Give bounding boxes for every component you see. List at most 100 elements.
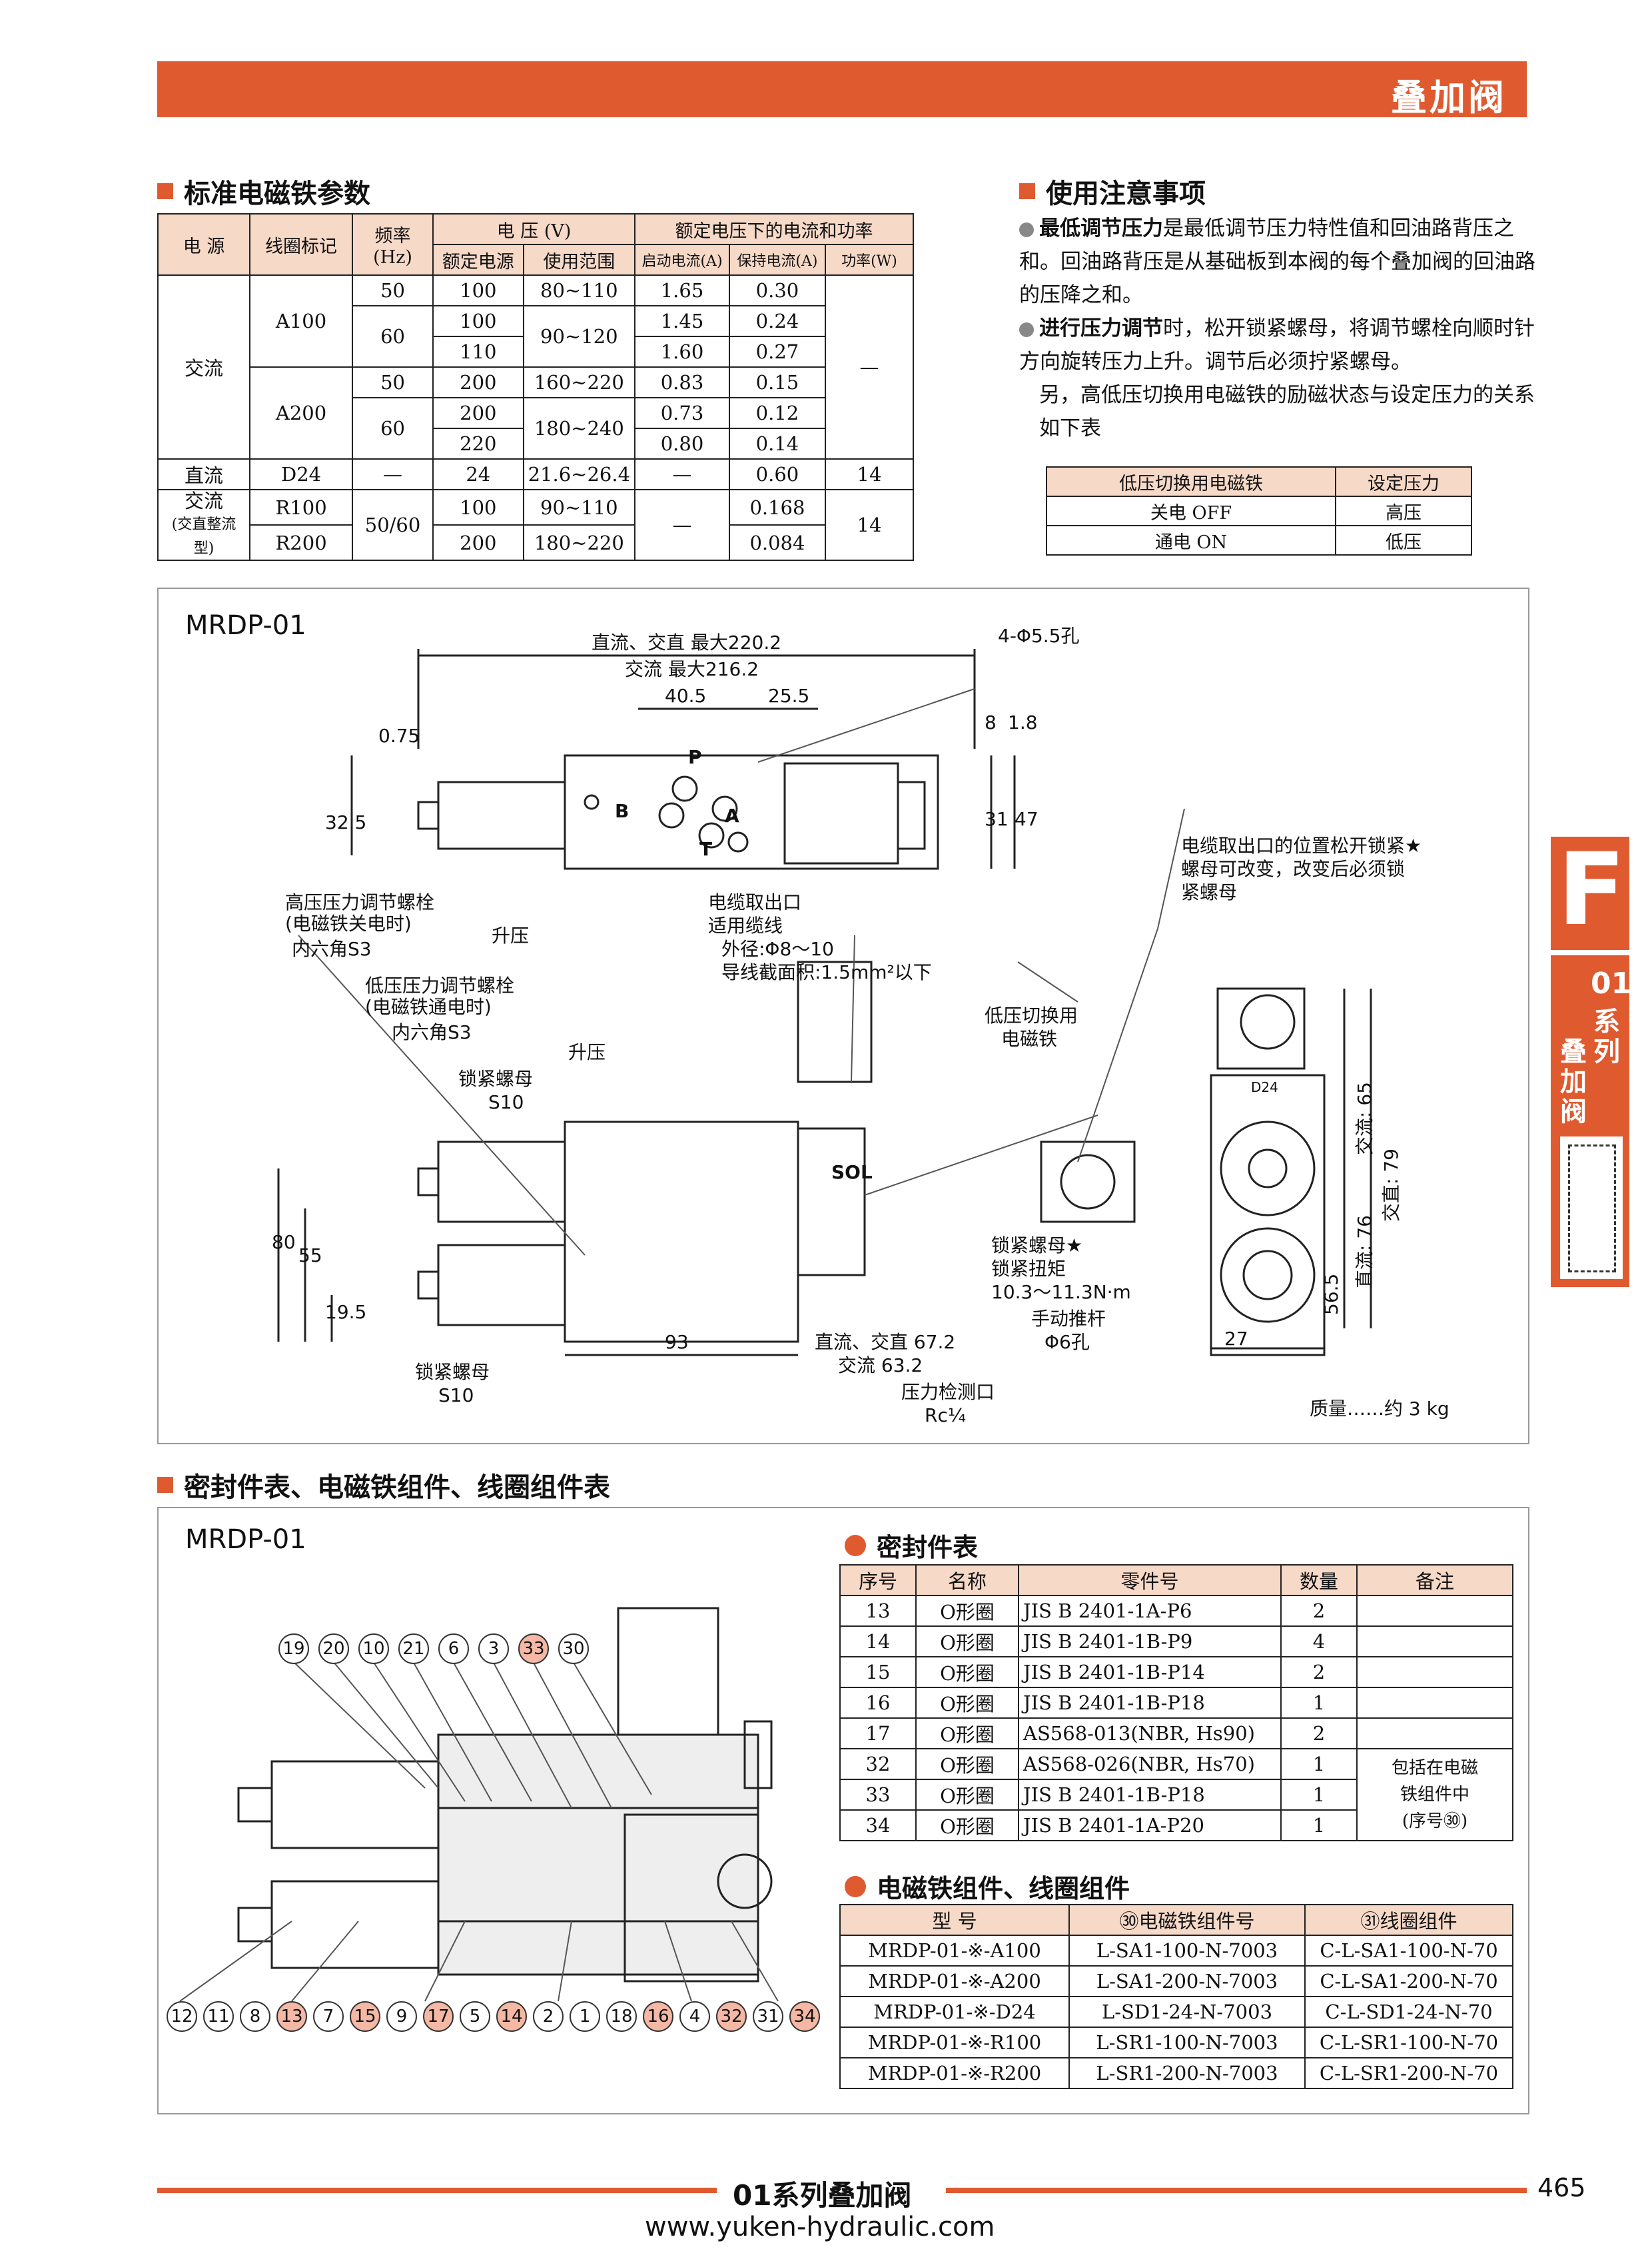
svg-text:1.8: 1.8 [1008,711,1038,733]
svg-text:锁紧螺母: 锁紧螺母 [415,1361,490,1383]
part-balloon: 9 [386,2001,417,2032]
footer-url[interactable]: www.yuken-hydraulic.com [645,2212,995,2242]
svg-text:80: 80 [272,1231,296,1253]
footer-line-right [946,2188,1527,2193]
part-balloon: 16 [643,2001,673,2032]
page-category-title: 叠加阀 [1391,77,1507,119]
footer-title: 01系列叠加阀 [733,2179,912,2212]
dimension-drawing-box: MRDP-01 直流、交直 最大220.2 交流 最大216.2 4-Φ5.5孔… [157,588,1529,1444]
dim-total-length: 直流、交直 最大220.2 [592,632,781,654]
svg-text:升压: 升压 [568,1041,606,1063]
svg-text:外径:Φ8～10: 外径:Φ8～10 [721,938,834,960]
part-balloon: 18 [606,2001,637,2032]
circle-bullet-icon [845,1534,866,1556]
svg-text:低压切换用: 低压切换用 [985,1005,1078,1027]
mass-label: 质量……约 3 kg [1310,1398,1449,1420]
footer-line-left [157,2188,717,2193]
svg-text:S10: S10 [438,1384,474,1406]
svg-text:锁紧扭矩: 锁紧扭矩 [991,1258,1066,1280]
part-balloon: 8 [240,2001,270,2032]
header-bar: 叠加阀 [157,61,1527,119]
part-balloon: 14 [496,2001,527,2032]
usage-notes: 最低调节压力是最低调节压力特性值和回油路背压之和。回油路背压是从基础板到本阀的每… [1019,212,1539,445]
svg-text:升压: 升压 [492,925,529,947]
svg-text:高压压力调节螺栓: 高压压力调节螺栓 [285,891,434,913]
svg-text:适用缆线: 适用缆线 [708,915,783,937]
square-bullet-icon [157,183,173,199]
svg-text:直流、交直 67.2: 直流、交直 67.2 [815,1331,955,1353]
svg-text:紧螺母: 紧螺母 [1181,881,1237,903]
sol-label: SOL [831,1161,873,1183]
svg-text:交流: 65: 交流: 65 [1354,1082,1376,1155]
svg-text:S10: S10 [488,1091,524,1113]
sectional-drawing [179,1607,779,2002]
square-bullet-icon [157,1477,173,1493]
svg-text:低压压力调节螺栓: 低压压力调节螺栓 [365,975,514,997]
svg-text:D24: D24 [1251,1079,1278,1095]
svg-text:(电磁铁关电时): (电磁铁关电时) [285,913,412,935]
svg-text:锁紧螺母: 锁紧螺母 [458,1068,533,1090]
svg-text:Rc¼: Rc¼ [925,1404,966,1426]
part-balloon: 4 [679,2001,710,2032]
part-balloon: 10 [358,1633,389,1664]
part-balloon: 31 [753,2001,783,2032]
svg-text:内六角S3: 内六角S3 [392,1021,472,1043]
svg-text:压力检测口: 压力检测口 [901,1381,995,1403]
side-tab-letter: F [1557,832,1626,948]
section-title-parts: 密封件表、电磁铁组件、线圈组件表 [157,1466,610,1504]
solenoid-params-table: 电 源 线圈标记 频率(Hz) 电 压 (V) 额定电压下的电流和功率 额定电源… [157,213,915,561]
side-index-tab[interactable]: F 01 系 列 叠 加 阀 [1551,832,1631,1287]
svg-text:32.5: 32.5 [325,811,366,833]
svg-text:47: 47 [1015,808,1038,830]
svg-text:导线截面积:1.5mm²以下: 导线截面积:1.5mm²以下 [721,961,932,983]
part-balloon: 1 [570,2001,600,2032]
dim-ac-length: 交流 最大216.2 [625,658,759,680]
part-balloon: 2 [533,2001,564,2032]
note-adjust-pressure: 进行压力调节时，松开锁紧螺母，将调节螺栓向顺时针方向旋转压力上升。调节后必须拧紧… [1019,316,1535,374]
part-balloon: 34 [789,2001,820,2032]
svg-text:交流 63.2: 交流 63.2 [838,1354,923,1376]
part-balloon: 32 [716,2001,747,2032]
svg-text:19.5: 19.5 [325,1301,366,1323]
note-switch-relation: 另，高低压切换用电磁铁的励磁状态与设定压力的关系如下表 [1039,383,1535,440]
svg-text:螺母可改变，改变后必须锁: 螺母可改变，改变后必须锁 [1181,858,1405,880]
svg-text:40.5: 40.5 [665,685,706,707]
section-title-solenoid-params: 标准电磁铁参数 [157,172,370,211]
svg-text:31: 31 [985,808,1009,830]
bullet-icon [1019,222,1034,237]
svg-text:27: 27 [1224,1328,1248,1350]
part-balloon: 17 [423,2001,454,2032]
page-number: 465 [1537,2173,1586,2202]
solenoid-table-title: 电磁铁组件、线圈组件 [845,1868,1130,1905]
svg-text:直流: 76: 直流: 76 [1354,1215,1376,1288]
part-balloon: 15 [350,2001,380,2032]
seal-table-title: 密封件表 [845,1527,978,1564]
svg-text:内六角S3: 内六角S3 [292,938,372,960]
svg-text:交直: 79: 交直: 79 [1380,1148,1402,1222]
svg-text:Φ6孔: Φ6孔 [1044,1331,1090,1353]
svg-text:8: 8 [985,711,997,733]
square-bullet-icon [1019,183,1035,199]
svg-text:0.75: 0.75 [378,725,420,747]
svg-text:25.5: 25.5 [768,685,809,707]
port-t-label: T [699,838,712,860]
valve-symbol-icon [1560,1136,1623,1279]
part-balloon: 19 [278,1633,309,1664]
svg-text:56.5: 56.5 [1320,1274,1342,1315]
part-balloon: 12 [167,2001,197,2032]
svg-text:电磁铁: 电磁铁 [1001,1028,1057,1050]
dimension-drawing: MRDP-01 直流、交直 最大220.2 交流 最大216.2 4-Φ5.5孔… [185,610,1449,1426]
